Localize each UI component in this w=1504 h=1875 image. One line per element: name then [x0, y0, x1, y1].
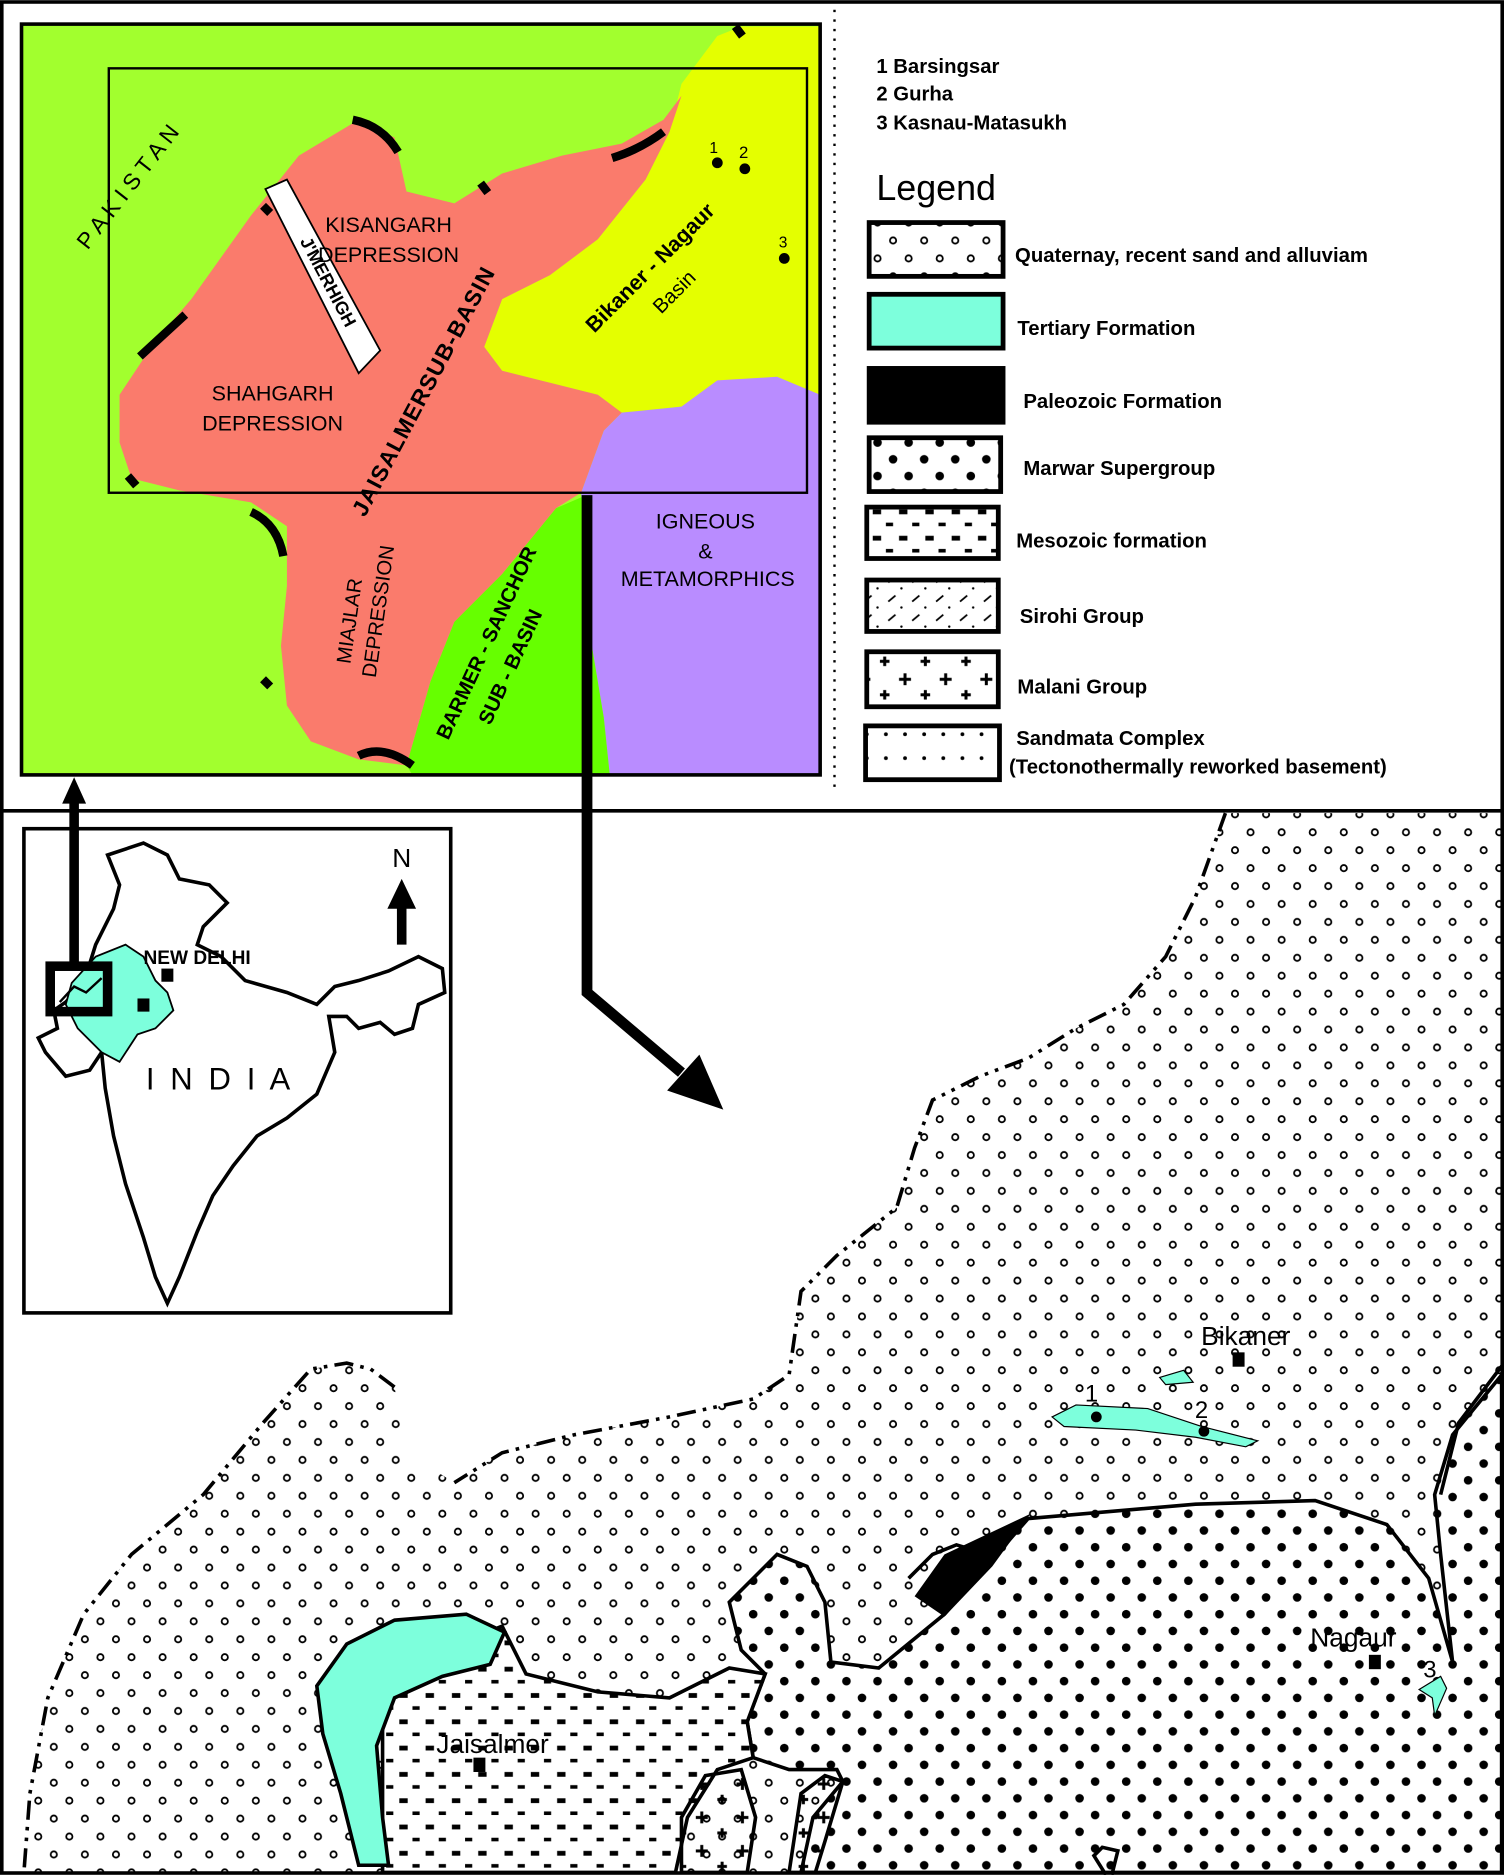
mesozoic-pattern [382, 1626, 766, 1873]
geology-map: Bikaner Nagaur Jaisalmer 1 2 3 [22, 812, 1504, 1875]
swatch-quaternary [866, 220, 1006, 279]
site-3-number-map: 3 [1423, 1657, 1436, 1684]
site-2-point [1198, 1425, 1210, 1437]
north-arrow-icon [387, 878, 417, 945]
rajasthan-marker [137, 998, 150, 1012]
site-3-number: 3 [779, 235, 788, 252]
region-bikaner-nagaur-basin [484, 26, 821, 413]
basin-map: P A K I S T A N KISANGARH DEPRESSION SHA… [19, 22, 822, 777]
swatch-tertiary [866, 291, 1006, 351]
new-delhi-marker [161, 968, 174, 982]
region-malani-2 [786, 1773, 846, 1875]
city-bikaner-marker [1232, 1352, 1245, 1367]
site-1-marker [711, 157, 723, 169]
legend-label-marwar: Marwar Supergroup [1023, 458, 1215, 480]
jmer-high-strip [264, 178, 382, 375]
legend-label-paleozoic: Paleozoic Formation [1023, 391, 1222, 413]
state-boundary [22, 812, 1228, 1873]
region-igneous-metamorphics [581, 376, 821, 775]
zoom-arrow-line [581, 495, 685, 1077]
site-1: 1 Barsingsar [876, 56, 999, 78]
site-2-number-map: 2 [1195, 1397, 1208, 1424]
legend-label-malani: Malani Group [1017, 677, 1147, 699]
label-kisangarh-2: DEPRESSION [318, 243, 459, 267]
swatch-sirohi [864, 577, 1001, 634]
region-jaisalmer-basin [119, 95, 682, 766]
arrow-down-right-icon [667, 1054, 724, 1110]
city-bikaner-label: Bikaner [1201, 1321, 1290, 1351]
label-igneous: IGNEOUS [656, 510, 755, 534]
label-ampersand: & [698, 540, 712, 564]
marwar-pattern [729, 1375, 1502, 1873]
swatch-malani [864, 649, 1001, 710]
site-1-number-map: 1 [1085, 1380, 1098, 1407]
region-paleozoic [914, 1513, 1031, 1617]
label-shahgarh-2: DEPRESSION [202, 412, 343, 436]
label-metamorphics: METAMORPHICS [621, 567, 795, 591]
label-shahgarh: SHAHGARH [212, 382, 334, 406]
legend-label-sirohi: Sirohi Group [1020, 606, 1144, 628]
city-nagaur-marker [1368, 1654, 1381, 1670]
site-1-number: 1 [709, 140, 718, 157]
boundary-line [1438, 1362, 1504, 1496]
arrow-up-icon [62, 777, 87, 804]
region-barmer-sanchor-basin [406, 496, 610, 775]
swatch-sandmata [863, 723, 1002, 783]
study-area-box [107, 67, 809, 494]
site-3: 3 Kasnau-Matasukh [876, 112, 1067, 134]
region-tertiary-nagaur [1417, 1675, 1448, 1719]
site-2-marker [739, 163, 751, 175]
legend-title: Legend [876, 168, 996, 208]
region-tertiary-west [314, 1612, 507, 1868]
site-2: 2 Gurha [876, 84, 953, 106]
india-label: I N D I A [146, 1061, 294, 1096]
fault-marks [124, 23, 746, 769]
city-jaisalmer-label: Jaisalmer [436, 1729, 549, 1759]
region-tertiary-bikaner [1050, 1404, 1260, 1448]
legend-label-sandmata-2: (Tectonothermally reworked basement) [1009, 757, 1387, 779]
city-jaisalmer-marker [473, 1757, 486, 1772]
region-malani-1 [679, 1767, 758, 1875]
swatch-mesozoic [864, 504, 1001, 561]
basin-map-frame [19, 22, 822, 777]
legend-label-sandmata: Sandmata Complex [1016, 728, 1205, 750]
swatch-marwar [866, 435, 1004, 494]
site-1-point [1090, 1411, 1102, 1423]
legend-label-mesozoic: Mesozoic formation [1016, 531, 1207, 553]
site-list: 1 Barsingsar 2 Gurha 3 Kasnau-Matasukh [876, 56, 1067, 134]
region-tertiary-small [1158, 1369, 1195, 1386]
swatch-paleozoic [866, 366, 1006, 425]
site-3-marker [778, 253, 790, 264]
india-inset: NEW DELHI I N D I A N [22, 826, 453, 1315]
north-label: N [392, 843, 411, 873]
new-delhi-label: NEW DELHI [143, 948, 250, 969]
rajasthan-region [64, 943, 175, 1064]
legend-label-quaternary: Quaternay, recent sand and alluviam [1015, 245, 1368, 267]
city-nagaur-label: Nagaur [1310, 1622, 1396, 1652]
legend: Legend Quaternay, recent sand and alluvi… [863, 168, 1387, 783]
label-kisangarh: KISANGARH [325, 213, 452, 237]
legend-label-tertiary: Tertiary Formation [1017, 318, 1195, 340]
site-2-number: 2 [739, 143, 748, 162]
